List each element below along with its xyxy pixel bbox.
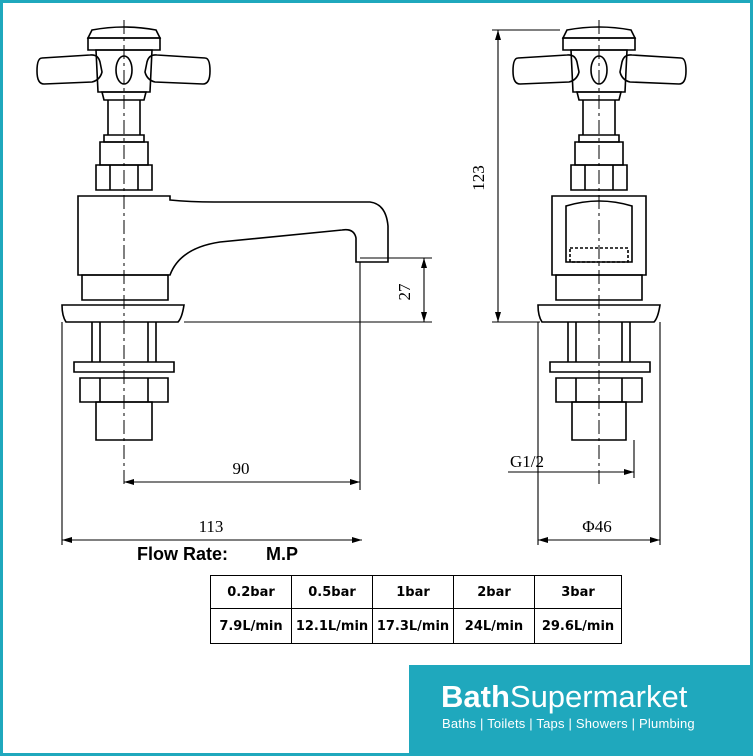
dim-thread: G1/2 [510,452,544,471]
dimension-arrows [62,30,660,543]
front-view-tap [512,20,687,485]
flow-rate-title: Flow Rate: [137,544,229,564]
dim-diameter: Φ46 [582,517,611,536]
side-view-tap [36,20,389,485]
pressure-type: M.P [266,544,299,564]
brand-name-light: Supermarket [509,679,688,714]
pressure-cell: 2bar [453,575,535,609]
table-row: 7.9L/min 12.1L/min 17.3L/min 24L/min 29.… [210,608,622,644]
rate-cell: 12.1L/min [291,608,373,644]
dim-spout-reach: 90 [233,459,250,478]
flow-rate-table: 0.2bar 0.5bar 1bar 2bar 3bar 7.9L/min 12… [210,575,622,644]
dim-height-total: 123 [469,165,488,191]
dim-spout-height: 27 [395,283,414,301]
brand-name: BathSupermarket [441,679,687,715]
rate-cell: 17.3L/min [372,608,454,644]
pressure-cell: 3bar [534,575,622,609]
rate-cell: 29.6L/min [534,608,622,644]
dimension-lines [61,29,661,545]
rate-cell: 24L/min [453,608,535,644]
brand-name-bold: Bath [441,679,510,714]
brand-tagline: Baths | Toilets | Taps | Showers | Plumb… [442,716,695,731]
dim-overall-width: 113 [199,517,224,536]
pressure-cell: 0.5bar [291,575,373,609]
rate-cell: 7.9L/min [210,608,292,644]
table-row: 0.2bar 0.5bar 1bar 2bar 3bar [210,575,622,609]
brand-logo: BathSupermarket Baths | Toilets | Taps |… [409,665,753,756]
pressure-cell: 0.2bar [210,575,292,609]
pressure-cell: 1bar [372,575,454,609]
